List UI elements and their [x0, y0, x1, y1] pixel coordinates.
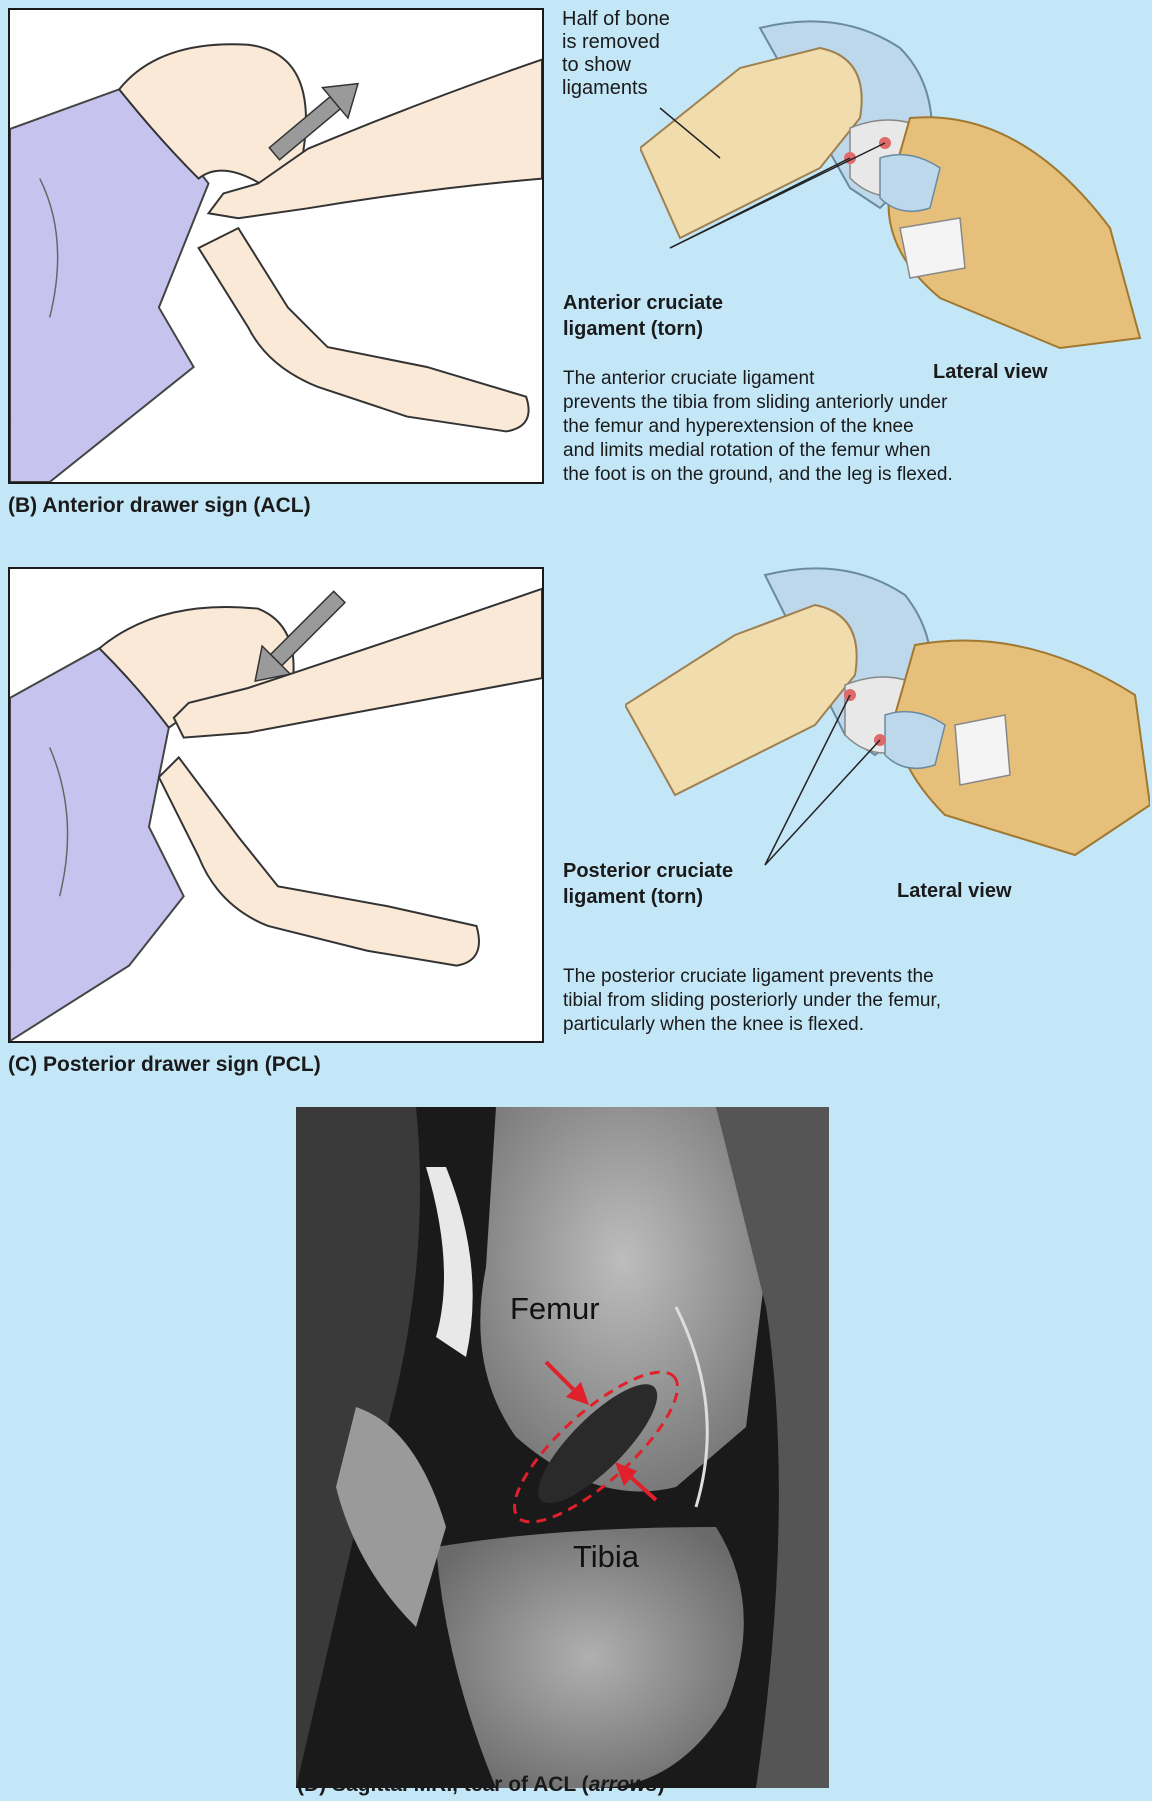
pcl-lateral-view-illustration	[625, 555, 1150, 885]
pcl-description: The posterior cruciate ligament prevents…	[563, 966, 942, 1035]
panel-d-caption-main: (D) Sagittal MRI, tear of ACL (	[297, 1773, 589, 1796]
pcl-label-line1: Posterior cruciate	[563, 860, 734, 882]
sagittal-mri-image: Femur Tibia	[296, 1107, 829, 1788]
acl-label-line1: Anterior cruciate	[563, 292, 724, 314]
panel-d-caption-end: )	[657, 1773, 665, 1796]
posterior-drawer-illustration	[8, 567, 544, 1043]
anterior-drawer-illustration	[8, 8, 544, 484]
femur-label: Femur	[510, 1291, 600, 1326]
panel-d-caption-italic: arrows	[588, 1773, 658, 1796]
lateral-view-label-b: Lateral view	[933, 361, 1048, 383]
cut-note-label: Half of bone is removed to show ligament…	[562, 8, 670, 99]
acl-label-line2: ligament (torn)	[563, 318, 703, 340]
acl-description: The anterior cruciate ligament prevents …	[563, 368, 953, 485]
lateral-view-label-c: Lateral view	[897, 880, 1012, 902]
pcl-label-line2: ligament (torn)	[563, 886, 703, 908]
panel-c-caption: (C) Posterior drawer sign (PCL)	[8, 1053, 321, 1076]
tibia-label: Tibia	[573, 1539, 640, 1574]
panel-d-caption: (D) Sagittal MRI, tear of ACL (arrows)	[297, 1773, 665, 1797]
acl-lateral-view-illustration	[640, 8, 1150, 358]
panel-b-caption: (B) Anterior drawer sign (ACL)	[8, 494, 311, 517]
